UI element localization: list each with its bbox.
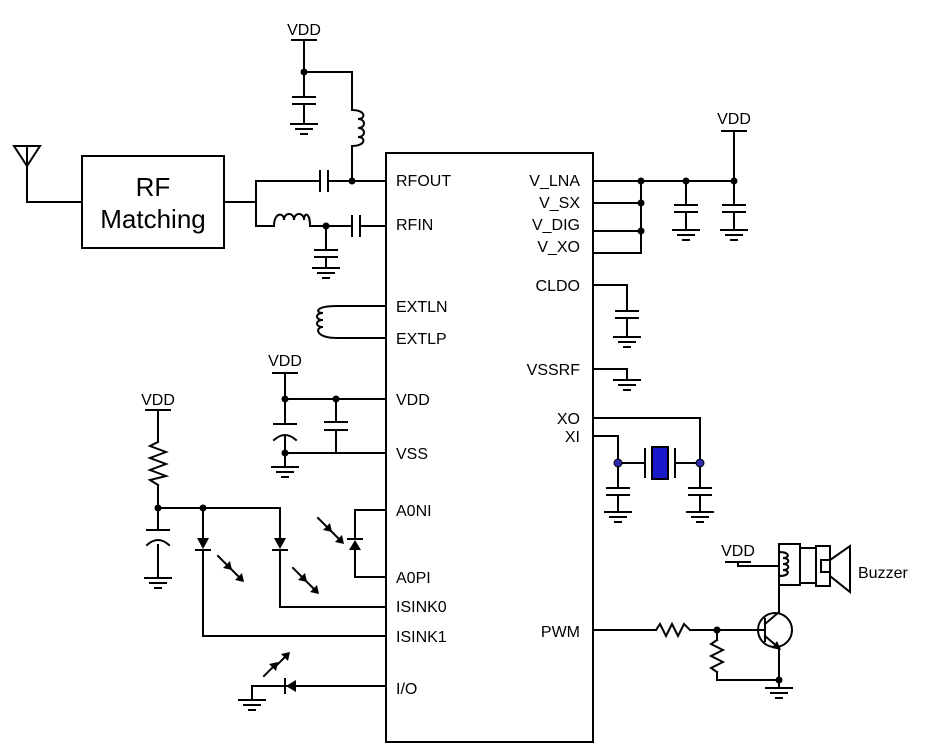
pin-pwm-label: PWM [541, 624, 580, 641]
light-arrow-icon [262, 652, 290, 678]
ground-icon [613, 336, 641, 348]
pin-isink0-label: ISINK0 [396, 599, 447, 616]
pin-a0pi-label: A0PI [396, 570, 431, 587]
vdd-ceramic-capacitor-icon [324, 421, 348, 431]
crystal-load-capacitor-icon [688, 487, 712, 496]
io-led-wiring [251, 685, 387, 701]
ground-icon [672, 229, 700, 241]
ext-lna-inductor-wiring [336, 305, 387, 339]
pin-v-lna-label: V_LNA [529, 173, 580, 190]
ground-icon [271, 466, 299, 478]
pin-vssrf-label: VSSRF [527, 362, 581, 379]
a0-photodiode-icon [347, 538, 363, 550]
ground-icon [238, 699, 266, 711]
pin-v-xo-label: V_XO [537, 239, 580, 256]
pin-v-sx-label: V_SX [539, 195, 580, 212]
buzzer-coil-icon [777, 550, 790, 578]
pin-extlp-label: EXTLP [396, 331, 447, 348]
ground-icon [604, 511, 632, 523]
pin-vdd-label: VDD [396, 392, 430, 409]
supply-rail-wiring [592, 130, 747, 254]
crystal-icon [644, 446, 676, 480]
rail-decoupling-capacitor-icon [674, 204, 698, 213]
pin-rfin-label: RFIN [396, 217, 433, 234]
ic-body [385, 152, 594, 743]
light-arrow-icon [229, 567, 245, 583]
a0-photodiode-wiring [354, 509, 387, 578]
ext-lna-inductor-icon [316, 304, 339, 340]
ground-icon [686, 511, 714, 523]
pin-cldo-label: CLDO [536, 278, 580, 295]
pin-a0ni-label: A0NI [396, 503, 432, 520]
crystal-junction-right [695, 458, 705, 468]
io-led-icon [284, 678, 296, 694]
pin-v-dig-label: V_DIG [532, 217, 580, 234]
crystal-load-capacitor-icon [606, 487, 630, 496]
buzzer-icon [815, 544, 851, 595]
pin-io-label: I/O [396, 681, 417, 698]
pin-extln-label: EXTLN [396, 299, 448, 316]
vdd-decoupling-wiring [272, 372, 387, 468]
rfin-inductor-icon [272, 213, 312, 228]
npn-transistor-icon [757, 584, 793, 689]
light-arrow-icon [329, 529, 345, 545]
rfin-capacitor-icon [351, 215, 361, 237]
rfout-supply-wiring [291, 39, 356, 185]
pin-rfout-label: RFOUT [396, 173, 451, 190]
vdd-label-main: VDD [268, 353, 302, 370]
led-supply-wiring [145, 409, 387, 637]
pwm-series-resistor-icon [654, 621, 692, 639]
vssrf-wiring [592, 368, 628, 381]
led-isink1-icon [195, 538, 211, 551]
rail-decoupling-capacitor-icon [722, 204, 746, 213]
rfin-shunt-capacitor-icon [314, 222, 338, 269]
light-arrow-icon [304, 579, 320, 595]
vdd-electrolytic-capacitor-icon [272, 423, 298, 442]
rf-matching-line1: RF [136, 172, 171, 202]
ground-icon [720, 229, 748, 241]
base-pulldown-resistor-icon [708, 638, 726, 674]
cldo-wiring [592, 284, 628, 338]
rf-matching-block [81, 155, 225, 249]
rfout-inductor-icon [350, 108, 365, 148]
crystal-wiring [592, 417, 701, 513]
buzzer-wiring [725, 543, 817, 586]
pin-xo-label: XO [557, 411, 580, 428]
rfout-capacitor-icon [319, 170, 329, 192]
rf-matching-line2: Matching [100, 204, 206, 234]
led-supply-electrolytic-capacitor-icon [145, 529, 171, 547]
ground-icon [765, 687, 793, 699]
antenna-icon [12, 145, 83, 203]
vdd-label-buzzer: VDD [721, 543, 755, 560]
pin-isink1-label: ISINK1 [396, 629, 447, 646]
ground-icon [144, 577, 172, 589]
vdd-label-rails: VDD [717, 111, 751, 128]
led-isink0-icon [272, 538, 288, 551]
crystal-junction-left [613, 458, 623, 468]
ground-icon [290, 123, 318, 135]
supply-rail-junctions [637, 177, 738, 235]
pin-xi-label: XI [565, 429, 580, 446]
ground-icon [312, 267, 340, 279]
vdd-label-rfout: VDD [287, 22, 321, 39]
pin-vss-label: VSS [396, 446, 428, 463]
vdd-label-led: VDD [141, 392, 175, 409]
buzzer-label: Buzzer [858, 565, 908, 582]
pwm-wiring [592, 626, 783, 684]
ground-icon [613, 379, 641, 391]
rfout-bypass-capacitor-icon [292, 96, 316, 125]
rf-wiring [223, 180, 387, 227]
cldo-capacitor-icon [615, 310, 639, 319]
pullup-resistor-icon [147, 440, 170, 487]
